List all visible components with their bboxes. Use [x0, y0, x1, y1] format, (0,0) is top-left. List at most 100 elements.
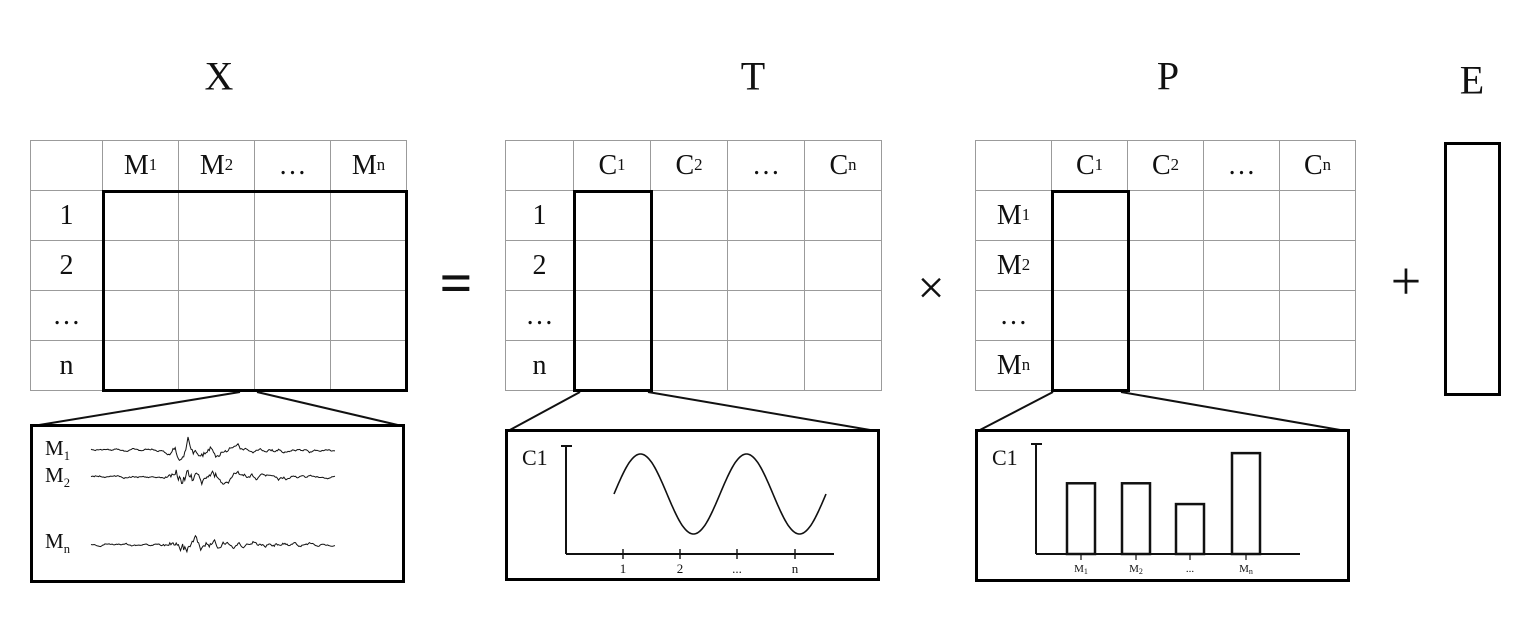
x-row-header: n — [31, 341, 103, 391]
header-text: M — [199, 149, 225, 181]
matrix-cell — [651, 291, 728, 341]
x-tick-label: M1 — [1074, 563, 1088, 576]
matrix-p-label: P — [1156, 53, 1180, 99]
matrix-cell — [1280, 191, 1356, 241]
matrix-cell — [574, 191, 651, 241]
x-col-header: … — [255, 141, 331, 191]
matrix-x-label: X — [204, 53, 234, 99]
p-row-header: … — [976, 291, 1052, 341]
loading-bar — [1120, 482, 1152, 556]
header-text: M — [123, 149, 149, 181]
matrix-cell — [103, 291, 179, 341]
matrix-cell — [1128, 291, 1204, 341]
plus-operator: + — [1390, 251, 1422, 311]
t-row-header: 1 — [506, 191, 574, 241]
loading-bar — [1174, 502, 1206, 556]
x-corner-cell — [31, 141, 103, 191]
x-tick-label: Mn — [1239, 563, 1253, 576]
header-text: C — [829, 149, 849, 181]
x-signals-callout: M1 M2 Mn — [30, 424, 405, 583]
p-corner-cell — [976, 141, 1052, 191]
header-text: … — [1227, 149, 1256, 181]
matrix-cell — [805, 191, 882, 241]
matrix-cell — [574, 291, 651, 341]
matrix-cell — [805, 241, 882, 291]
matrix-cell — [331, 191, 407, 241]
matrix-cell — [179, 291, 255, 341]
t-row-header: 2 — [506, 241, 574, 291]
sine-curve-path — [613, 453, 827, 535]
matrix-cell — [103, 191, 179, 241]
matrix-cell — [728, 341, 805, 391]
matrix-cell — [255, 341, 331, 391]
matrix-cell — [103, 241, 179, 291]
trace-label: Mn — [45, 529, 70, 557]
x-tick-label: 1 — [620, 561, 627, 576]
header-text: … — [278, 149, 307, 181]
matrix-cell — [651, 191, 728, 241]
matrix-cell — [1204, 341, 1280, 391]
waveform-trace-path — [90, 469, 336, 487]
matrix-cell — [1052, 241, 1128, 291]
matrix-cell — [255, 191, 331, 241]
x-tick-label: 2 — [677, 561, 684, 576]
matrix-cell — [255, 291, 331, 341]
header-text: … — [752, 149, 780, 181]
matrix-cell — [728, 191, 805, 241]
t-col-header: … — [728, 141, 805, 191]
t-corner-cell — [506, 141, 574, 191]
matrix-cell — [1052, 291, 1128, 341]
equals-operator: = — [439, 250, 473, 316]
p-col-header: … — [1204, 141, 1280, 191]
matrix-e-label: E — [1459, 57, 1485, 103]
matrix-cell — [1128, 341, 1204, 391]
matrix-cell — [574, 341, 651, 391]
waveform-trace-path — [90, 436, 336, 461]
x-row-header: 1 — [31, 191, 103, 241]
matrix-t-label: T — [740, 53, 766, 99]
t-row-header: … — [506, 291, 574, 341]
loading-bar — [1230, 451, 1262, 556]
matrix-cell — [179, 191, 255, 241]
matrix-cell — [728, 241, 805, 291]
matrix-cell — [1204, 291, 1280, 341]
x-callout-line-left — [32, 391, 241, 427]
p-axis-label: C1 — [992, 445, 1018, 470]
loading-bar — [1065, 482, 1097, 556]
matrix-cell — [331, 241, 407, 291]
matrix-cell — [805, 341, 882, 391]
t-callout-line-right — [647, 391, 877, 432]
x-callout-line-right — [256, 391, 403, 427]
matrix-cell — [1052, 341, 1128, 391]
header-text: C — [1303, 149, 1323, 181]
t-callout-line-left — [507, 391, 581, 432]
waveform-traces — [90, 436, 336, 554]
trace-label: M1 — [45, 436, 70, 464]
waveform-trace-path — [90, 534, 336, 554]
t-axis-label: C1 — [522, 445, 548, 470]
matrix-cell — [255, 241, 331, 291]
matrix-cell — [651, 341, 728, 391]
matrix-cell — [179, 241, 255, 291]
header-text: M — [996, 199, 1022, 231]
header-text: C — [1075, 149, 1095, 181]
t-row-header: n — [506, 341, 574, 391]
header-text: C — [598, 149, 618, 181]
matrix-cell — [1280, 291, 1356, 341]
matrix-cell — [1204, 241, 1280, 291]
matrix-cell — [728, 291, 805, 341]
header-text: … — [999, 299, 1028, 331]
